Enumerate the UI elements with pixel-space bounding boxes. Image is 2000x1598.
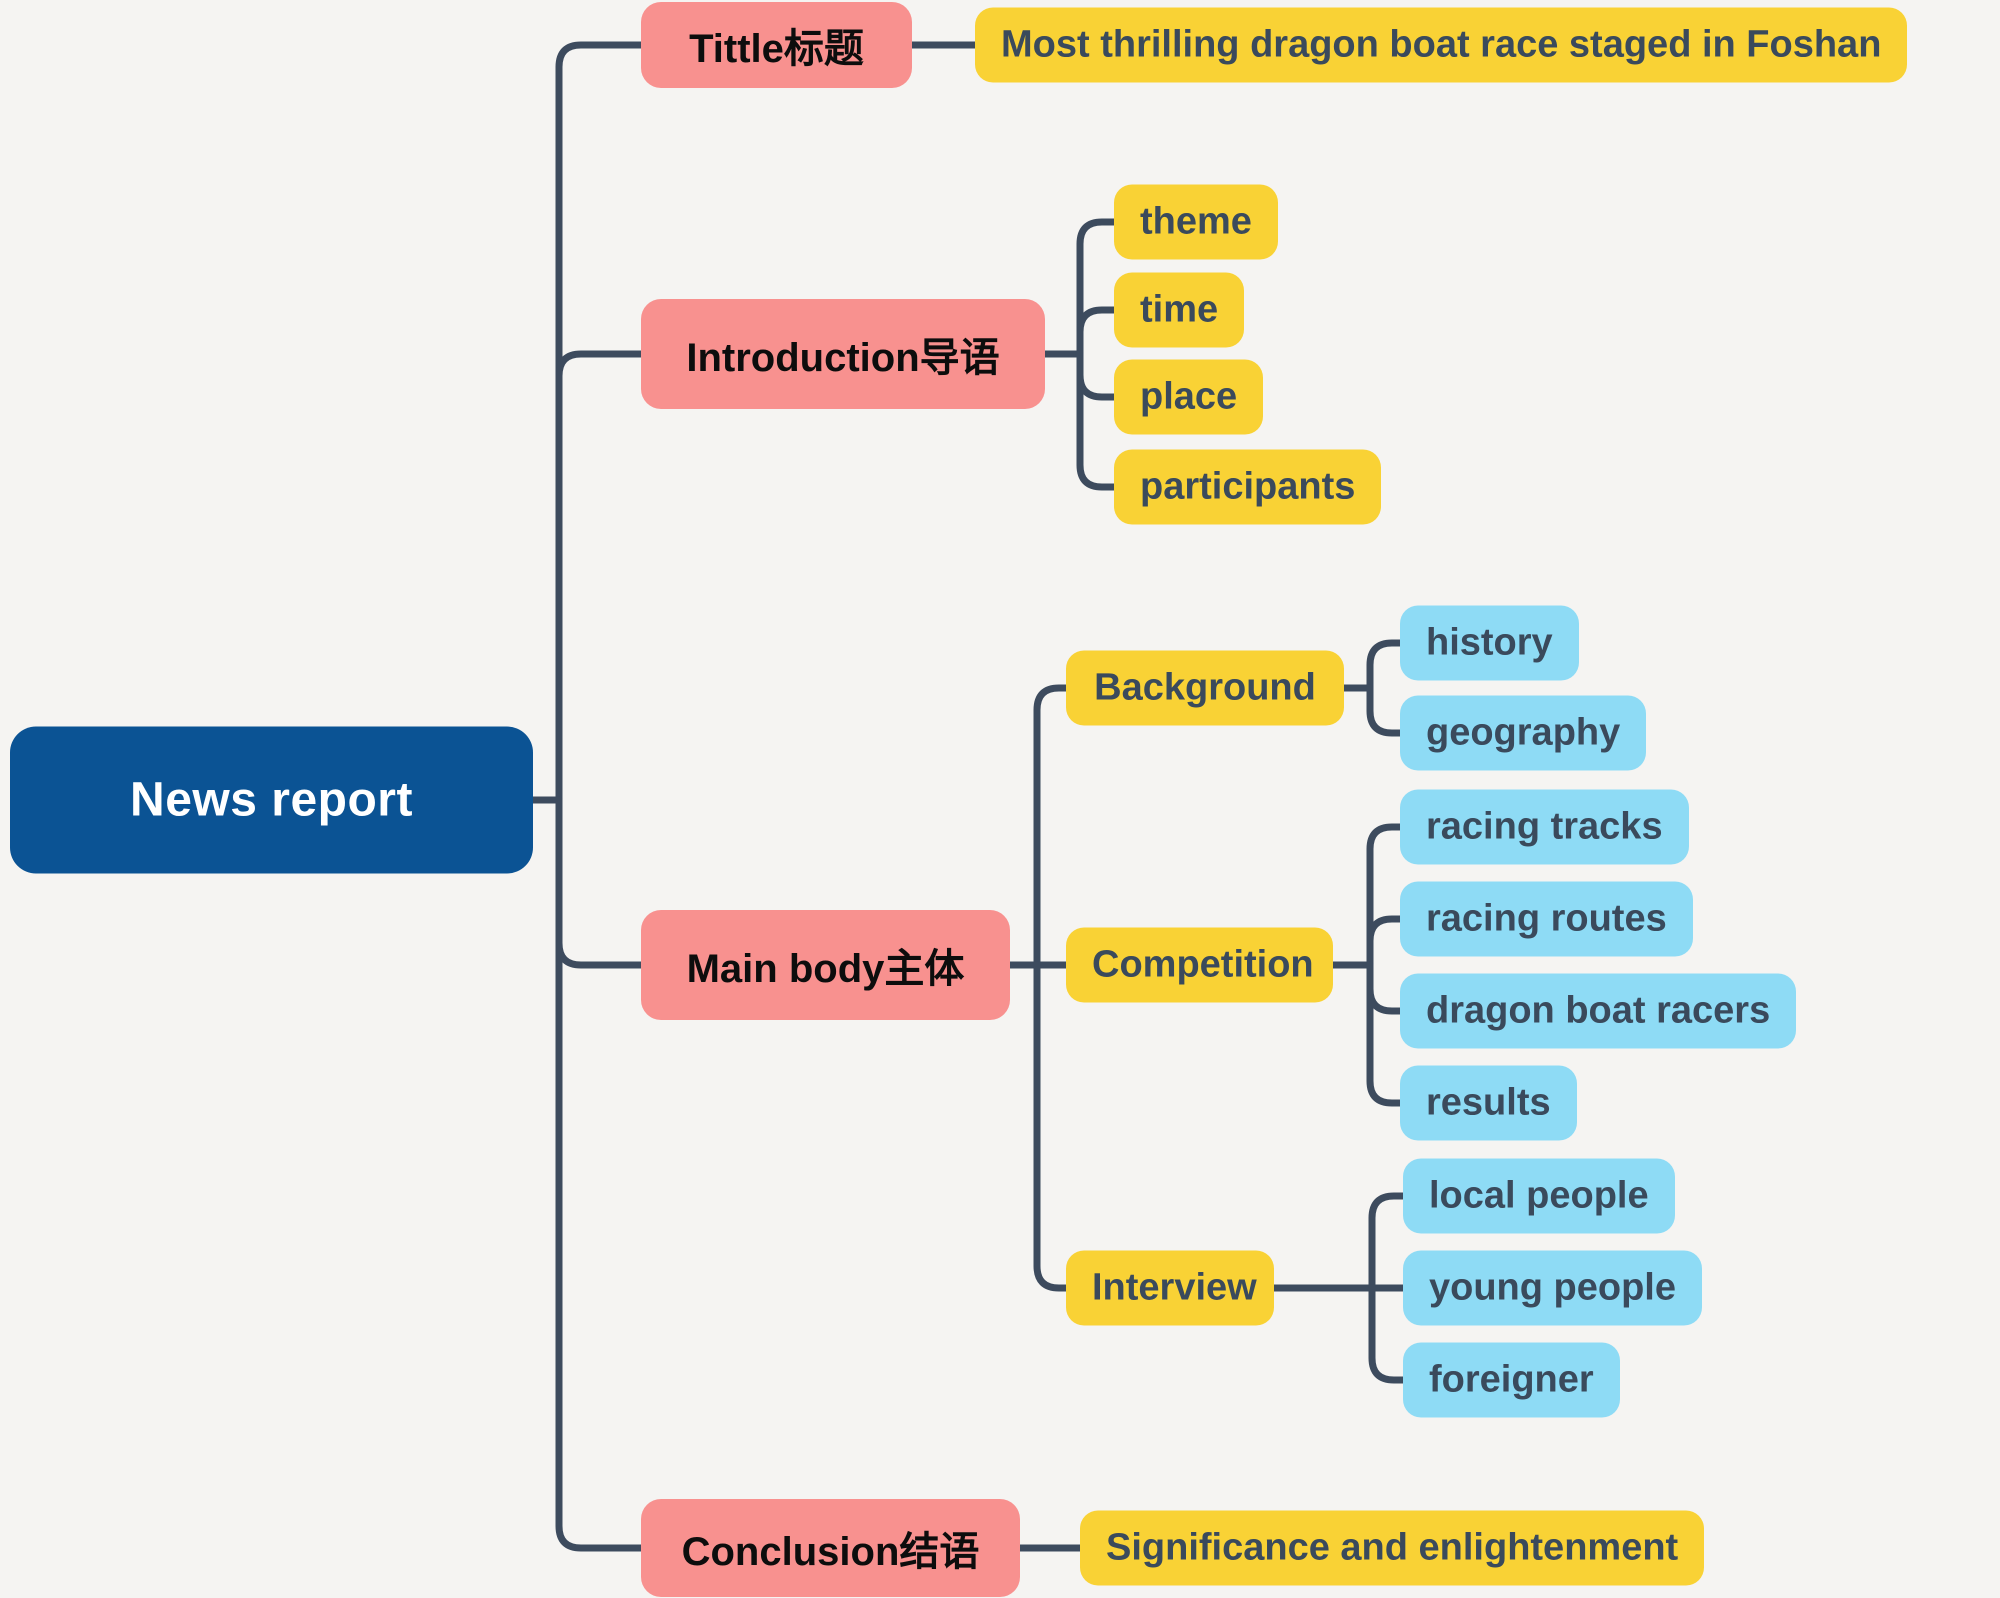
connector-results xyxy=(1366,961,1404,1107)
node-young-people[interactable]: young people xyxy=(1403,1250,1702,1326)
connector-racing-routes xyxy=(1366,915,1404,969)
connector-mainbody xyxy=(555,796,645,969)
node-racing-tracks[interactable]: racing tracks xyxy=(1400,789,1689,865)
connector-introduction xyxy=(555,350,645,804)
connector-theme xyxy=(1076,218,1118,358)
connector-participants xyxy=(1076,350,1118,491)
node-participants[interactable]: participants xyxy=(1114,449,1382,525)
connector-foreigner xyxy=(1368,1284,1407,1384)
connector-time xyxy=(1076,306,1118,358)
node-results[interactable]: results xyxy=(1400,1065,1577,1141)
node-significance[interactable]: Significance and enlightenment xyxy=(1080,1510,1705,1586)
node-competition[interactable]: Competition xyxy=(1066,927,1333,1003)
connector-local-people xyxy=(1368,1192,1407,1292)
node-foreigner[interactable]: foreigner xyxy=(1403,1342,1620,1418)
node-time[interactable]: time xyxy=(1114,272,1245,348)
connector-conclusion xyxy=(555,796,645,1552)
node-background[interactable]: Background xyxy=(1066,650,1344,726)
connector-interview xyxy=(1033,961,1070,1292)
connector-geography xyxy=(1366,684,1404,737)
connector-background xyxy=(1033,684,1070,969)
connector-place xyxy=(1076,350,1118,401)
node-theme[interactable]: theme xyxy=(1114,184,1278,260)
node-history[interactable]: history xyxy=(1400,605,1579,681)
node-dragon-boat-racers[interactable]: dragon boat racers xyxy=(1400,973,1797,1049)
node-racing-routes[interactable]: racing routes xyxy=(1400,881,1693,957)
branch-conclusion[interactable]: Conclusion结语 xyxy=(641,1499,1020,1597)
root-node-news-report[interactable]: News report xyxy=(10,726,533,874)
branch-main-body[interactable]: Main body主体 xyxy=(641,910,1010,1020)
node-title-content[interactable]: Most thrilling dragon boat race staged i… xyxy=(975,7,1908,83)
connector-history xyxy=(1366,639,1404,692)
connector-dragon-boat-racers xyxy=(1366,961,1404,1015)
node-local-people[interactable]: local people xyxy=(1403,1158,1675,1234)
connector-tittle xyxy=(555,41,645,804)
node-interview[interactable]: Interview xyxy=(1066,1250,1274,1326)
branch-title[interactable]: Tittle标题 xyxy=(641,2,912,88)
branch-introduction[interactable]: Introduction导语 xyxy=(641,299,1045,409)
connector-racing-tracks xyxy=(1366,823,1404,969)
node-geography[interactable]: geography xyxy=(1400,695,1647,771)
node-place[interactable]: place xyxy=(1114,359,1264,435)
